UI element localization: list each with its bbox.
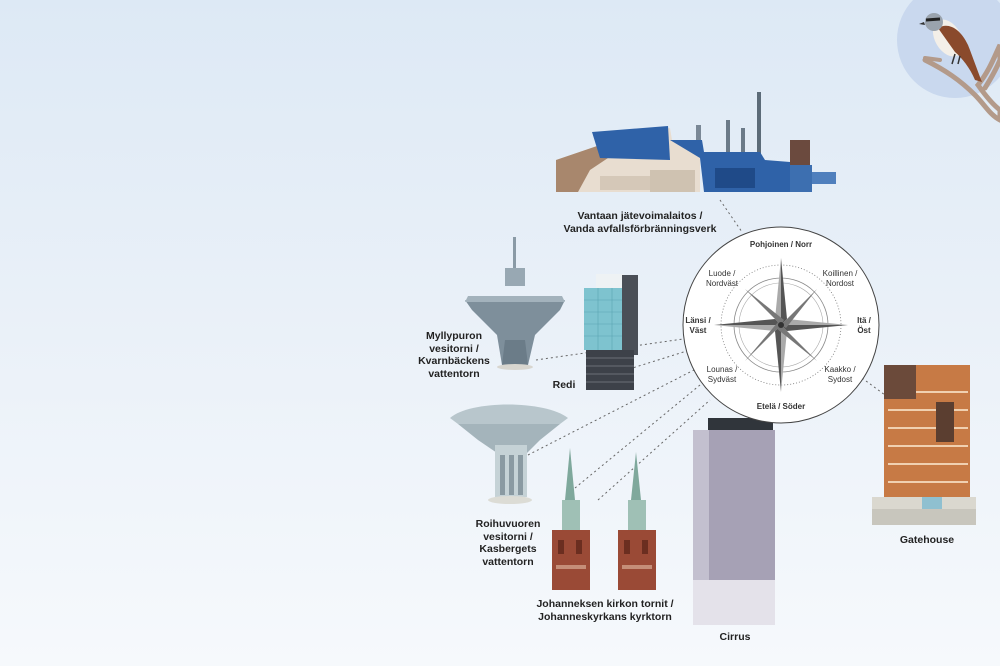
cirrus-tower-illustration — [693, 418, 775, 625]
label-redi: Redi — [548, 379, 580, 392]
compass-label-north: Pohjoinen / Norr — [750, 240, 812, 249]
waste-power-plant-illustration — [556, 92, 836, 192]
shrike-bird-icon — [919, 13, 982, 83]
compass-label-southeast: Sydost — [828, 375, 853, 384]
label-line: vattentorn — [428, 367, 480, 380]
label-line: Roihuvuoren — [475, 518, 541, 530]
label-vantaa-power-plant: Vantaan jätevoimalaitos / Vanda avfallsf… — [555, 210, 725, 235]
label-line: Vanda avfallsförbränningsverk — [563, 222, 717, 235]
compass-label-west: Väst — [690, 326, 707, 335]
label-line: vesitorni / — [483, 530, 533, 543]
redi-building-illustration — [584, 274, 638, 390]
gatehouse-building-illustration — [872, 365, 976, 525]
label-line: Kvarnbäckens — [418, 355, 490, 367]
compass-label-east: Itä / — [857, 316, 872, 325]
bird-corner — [897, 0, 1000, 123]
label-line: Kasbergets — [479, 543, 537, 555]
label-gatehouse: Gatehouse — [890, 534, 964, 547]
myllypuro-water-tower-illustration — [465, 237, 565, 370]
compass-label-southwest: Lounas / — [707, 365, 738, 374]
compass-label-southeast: Kaakko / — [824, 365, 856, 374]
label-line: Redi — [552, 379, 576, 391]
compass-label-northeast: Koillinen / — [823, 269, 858, 278]
roihuvuori-water-tower-illustration — [450, 404, 568, 504]
compass-label-northeast: Nordost — [826, 279, 855, 288]
compass-label-south: Etelä / Söder — [757, 402, 805, 411]
label-line: vattentorn — [482, 555, 534, 568]
label-line: Johanneskyrkans kyrktorn — [538, 610, 672, 623]
compass-label-northwest: Luode / — [709, 269, 736, 278]
compass-label-west: Länsi / — [685, 316, 711, 325]
label-line: vesitorni / — [429, 342, 479, 355]
label-line: Johanneksen kirkon tornit / — [536, 598, 674, 610]
label-myllypuro-water-tower: Myllypuron vesitorni / Kvarnbäckens vatt… — [410, 330, 498, 380]
compass-label-east: Öst — [857, 326, 871, 335]
label-roihuvuori-water-tower: Roihuvuoren vesitorni / Kasbergets vatte… — [462, 518, 554, 568]
compass-rose-icon — [682, 226, 880, 424]
label-cirrus: Cirrus — [710, 631, 760, 644]
connector-lines — [527, 199, 886, 501]
label-line: Cirrus — [719, 631, 751, 643]
label-line: Gatehouse — [899, 534, 955, 546]
label-line: Vantaan jätevoimalaitos / — [577, 210, 703, 222]
label-line: Myllypuron — [425, 330, 482, 342]
compass-label-southwest: Sydväst — [708, 375, 737, 384]
compass-label-northwest: Nordväst — [706, 279, 739, 288]
johannes-church-towers-illustration — [552, 448, 656, 590]
label-johannes-church-towers: Johanneksen kirkon tornit / Johanneskyrk… — [530, 598, 680, 623]
